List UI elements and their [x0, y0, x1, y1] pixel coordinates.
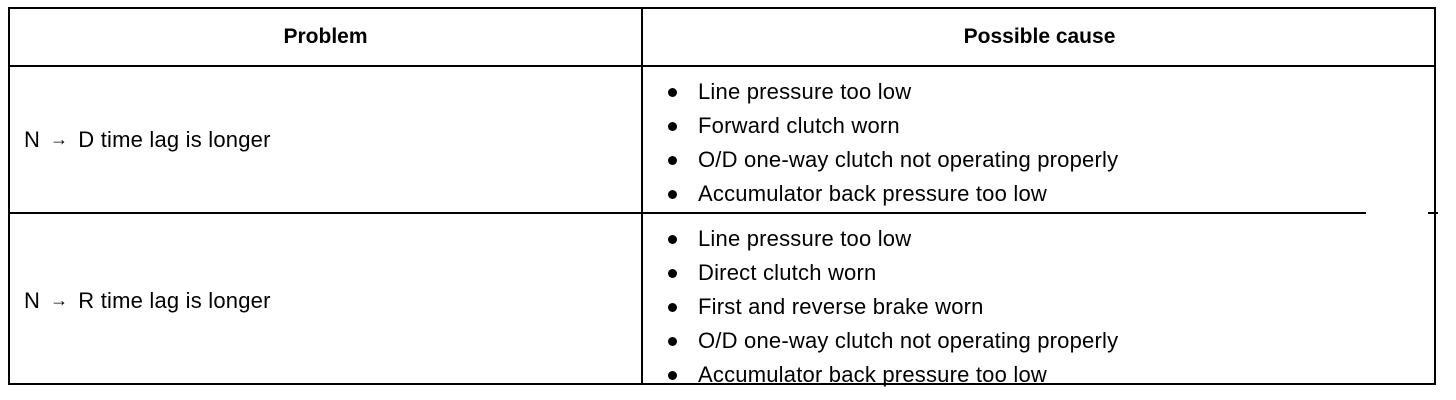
- problem-text: D time lag is longer: [78, 126, 271, 152]
- problem-from: N: [24, 287, 41, 313]
- cause-item: O/D one-way clutch not operating properl…: [661, 324, 1118, 358]
- row-divider-stub: [1428, 212, 1438, 214]
- bullet-icon: [668, 155, 677, 165]
- cause-text: First and reverse brake worn: [698, 294, 984, 319]
- bullet-icon: [668, 189, 677, 199]
- header-problem: Problem: [283, 25, 368, 48]
- cause-text: O/D one-way clutch not operating properl…: [698, 147, 1119, 172]
- cause-item: First and reverse brake worn: [661, 290, 1118, 324]
- cause-text: Line pressure too low: [698, 79, 912, 104]
- cause-list: Line pressure too low Direct clutch worn…: [661, 222, 1118, 392]
- cause-item: Forward clutch worn: [661, 109, 1118, 143]
- cause-item: Accumulator back pressure too low: [661, 358, 1118, 392]
- cause-item: Accumulator back pressure too low: [661, 177, 1118, 211]
- problem-cell: N → D time lag is longer: [24, 67, 271, 212]
- column-divider: [641, 9, 643, 383]
- problem-text: R time lag is longer: [78, 287, 271, 313]
- cause-text: Accumulator back pressure too low: [698, 181, 1047, 206]
- cause-item: Line pressure too low: [661, 222, 1118, 256]
- header-divider: [10, 65, 1434, 67]
- cause-text: Direct clutch worn: [698, 260, 877, 285]
- cause-item: O/D one-way clutch not operating properl…: [661, 143, 1118, 177]
- cause-item: Direct clutch worn: [661, 256, 1118, 290]
- cause-text: O/D one-way clutch not operating properl…: [698, 328, 1119, 353]
- cause-item: Line pressure too low: [661, 75, 1118, 109]
- bullet-icon: [668, 302, 677, 312]
- bullet-icon: [668, 87, 677, 97]
- right-arrow-icon: →: [50, 290, 69, 310]
- header-possible-cause: Possible cause: [963, 25, 1116, 48]
- row-divider: [10, 212, 1366, 214]
- cause-text: Line pressure too low: [698, 226, 912, 251]
- cause-text: Forward clutch worn: [698, 113, 900, 138]
- troubleshooting-table: Problem Possible cause N → D time lag is…: [8, 7, 1438, 387]
- cause-text: Accumulator back pressure too low: [698, 362, 1047, 387]
- bullet-icon: [668, 268, 677, 278]
- problem-from: N: [24, 126, 41, 152]
- bullet-icon: [668, 121, 677, 131]
- right-arrow-icon: →: [50, 129, 69, 149]
- cause-list: Line pressure too low Forward clutch wor…: [661, 75, 1118, 211]
- bullet-icon: [668, 370, 677, 380]
- bullet-icon: [668, 336, 677, 346]
- bullet-icon: [668, 234, 677, 244]
- problem-cell: N → R time lag is longer: [24, 214, 271, 387]
